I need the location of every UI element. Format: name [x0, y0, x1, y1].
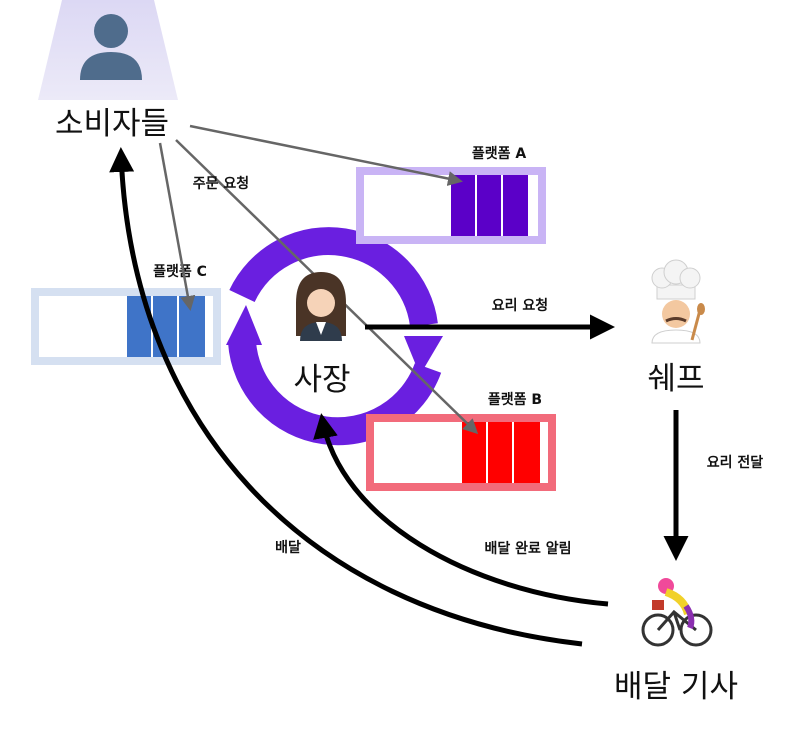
platform-c-label: 플랫폼 C	[153, 263, 207, 280]
delivery-label: 배달	[275, 540, 301, 556]
cook-request-label: 요리 요청	[492, 298, 548, 314]
delivery-done-label: 배달 완료 알림	[484, 541, 571, 557]
order-arrow-platform-c	[158, 142, 196, 311]
consumers-label: 소비자들	[55, 106, 169, 142]
woman-office-worker-icon	[296, 272, 346, 341]
delivery-done-arrow	[313, 413, 609, 607]
order-arrow-platform-a	[189, 124, 463, 186]
platform-b-box	[366, 414, 556, 491]
platform-c-box	[31, 288, 221, 365]
chef-label: 쉐프	[647, 361, 704, 397]
chef-icon	[651, 259, 705, 344]
rider-label: 배달 기사	[614, 669, 738, 705]
food-handoff-label: 요리 전달	[707, 454, 764, 471]
platform-a-label: 플랫폼 A	[472, 145, 527, 162]
owner-label: 사장	[293, 362, 350, 398]
order-request-label: 주문 요청	[193, 176, 249, 192]
cyclist-icon	[641, 578, 713, 647]
user-silhouette-icon	[38, 0, 178, 100]
platform-b-label: 플랫폼 B	[488, 391, 542, 408]
delivery-arrow	[109, 147, 583, 647]
platform-a-box	[356, 167, 546, 244]
